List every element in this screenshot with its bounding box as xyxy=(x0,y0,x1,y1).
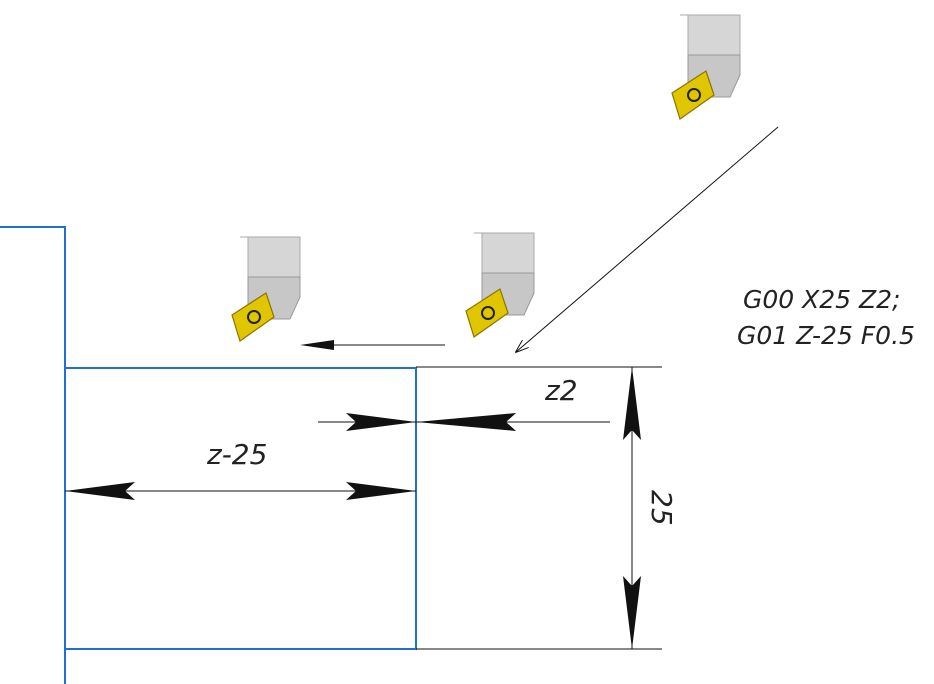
dimension-z-25 xyxy=(65,482,416,500)
turning-tool-icon xyxy=(671,14,741,120)
turning-tool-icon xyxy=(465,232,535,338)
dimension-diameter xyxy=(623,367,641,649)
reference-lines xyxy=(416,366,662,650)
dimension-z2 xyxy=(318,413,610,431)
gcode-line-2: G01 Z-25 F0.5 xyxy=(737,321,915,350)
label-z-25: z-25 xyxy=(206,438,267,471)
turning-tool-icon xyxy=(231,236,301,342)
part-outline xyxy=(0,226,417,684)
rapid-approach-arrow xyxy=(516,126,779,352)
label-z2: z2 xyxy=(544,374,578,407)
feed-arrow xyxy=(300,340,445,350)
label-diameter: 25 xyxy=(645,490,678,526)
gcode-line-1: G00 X25 Z2; xyxy=(743,285,900,314)
